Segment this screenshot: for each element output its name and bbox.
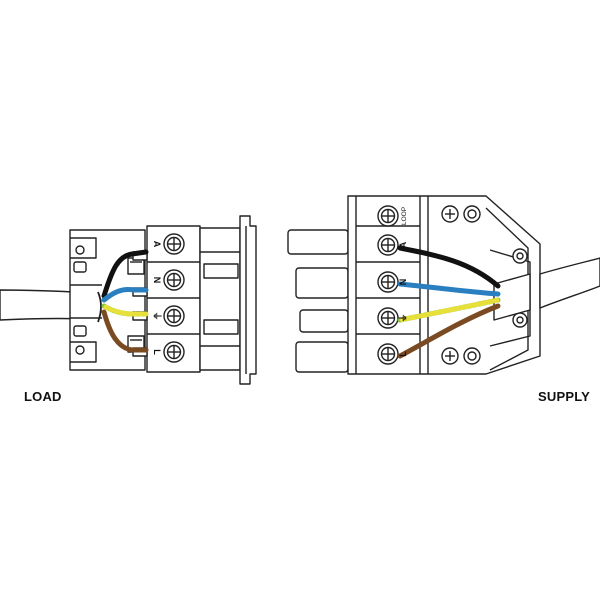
load-terminal-labels: A N ⏚ L bbox=[152, 241, 162, 356]
supply-wire-earth-stripe bbox=[397, 297, 501, 323]
supply-caption: SUPPLY bbox=[538, 389, 591, 404]
supply-wires bbox=[397, 245, 501, 359]
load-terminal-screws bbox=[163, 233, 185, 363]
supply-cable bbox=[493, 257, 600, 321]
supply-screw-loop bbox=[377, 205, 399, 227]
load-label-l: L bbox=[152, 349, 162, 355]
load-wire-switched-live bbox=[101, 249, 149, 299]
load-wires bbox=[101, 249, 149, 353]
supply-screw-e bbox=[377, 307, 399, 329]
load-screw-l bbox=[163, 341, 185, 363]
supply-screw-a bbox=[377, 234, 399, 256]
load-screw-n bbox=[163, 269, 185, 291]
supply-label-a: A bbox=[398, 241, 408, 248]
load-screw-a bbox=[163, 233, 185, 255]
supply-terminal-screws bbox=[377, 205, 399, 365]
load-label-e: ⏚ bbox=[152, 311, 162, 320]
supply-wire-switched-live bbox=[397, 245, 501, 289]
supply-screw-n bbox=[377, 271, 399, 293]
load-wire-neutral bbox=[101, 287, 149, 303]
load-label-n: N bbox=[152, 277, 162, 284]
supply-label-n: N bbox=[398, 279, 408, 286]
load-wire-earth-stripe bbox=[101, 303, 149, 317]
supply-label-l: L bbox=[398, 351, 408, 357]
supply-label-e: ⏚ bbox=[398, 313, 408, 322]
supply-wire-neutral bbox=[397, 281, 501, 297]
supply-wire-live bbox=[397, 303, 501, 359]
load-plug bbox=[69, 215, 257, 385]
load-wire-live bbox=[101, 309, 149, 353]
supply-label-loop: LOOP bbox=[401, 207, 408, 225]
supply-screw-l bbox=[377, 343, 399, 365]
supply-terminal-labels: LOOP A N ⏚ L bbox=[398, 207, 408, 357]
load-screw-e bbox=[163, 305, 185, 327]
load-caption: LOAD bbox=[24, 389, 62, 404]
supply-pins bbox=[287, 229, 349, 373]
load-label-a: A bbox=[152, 241, 162, 248]
